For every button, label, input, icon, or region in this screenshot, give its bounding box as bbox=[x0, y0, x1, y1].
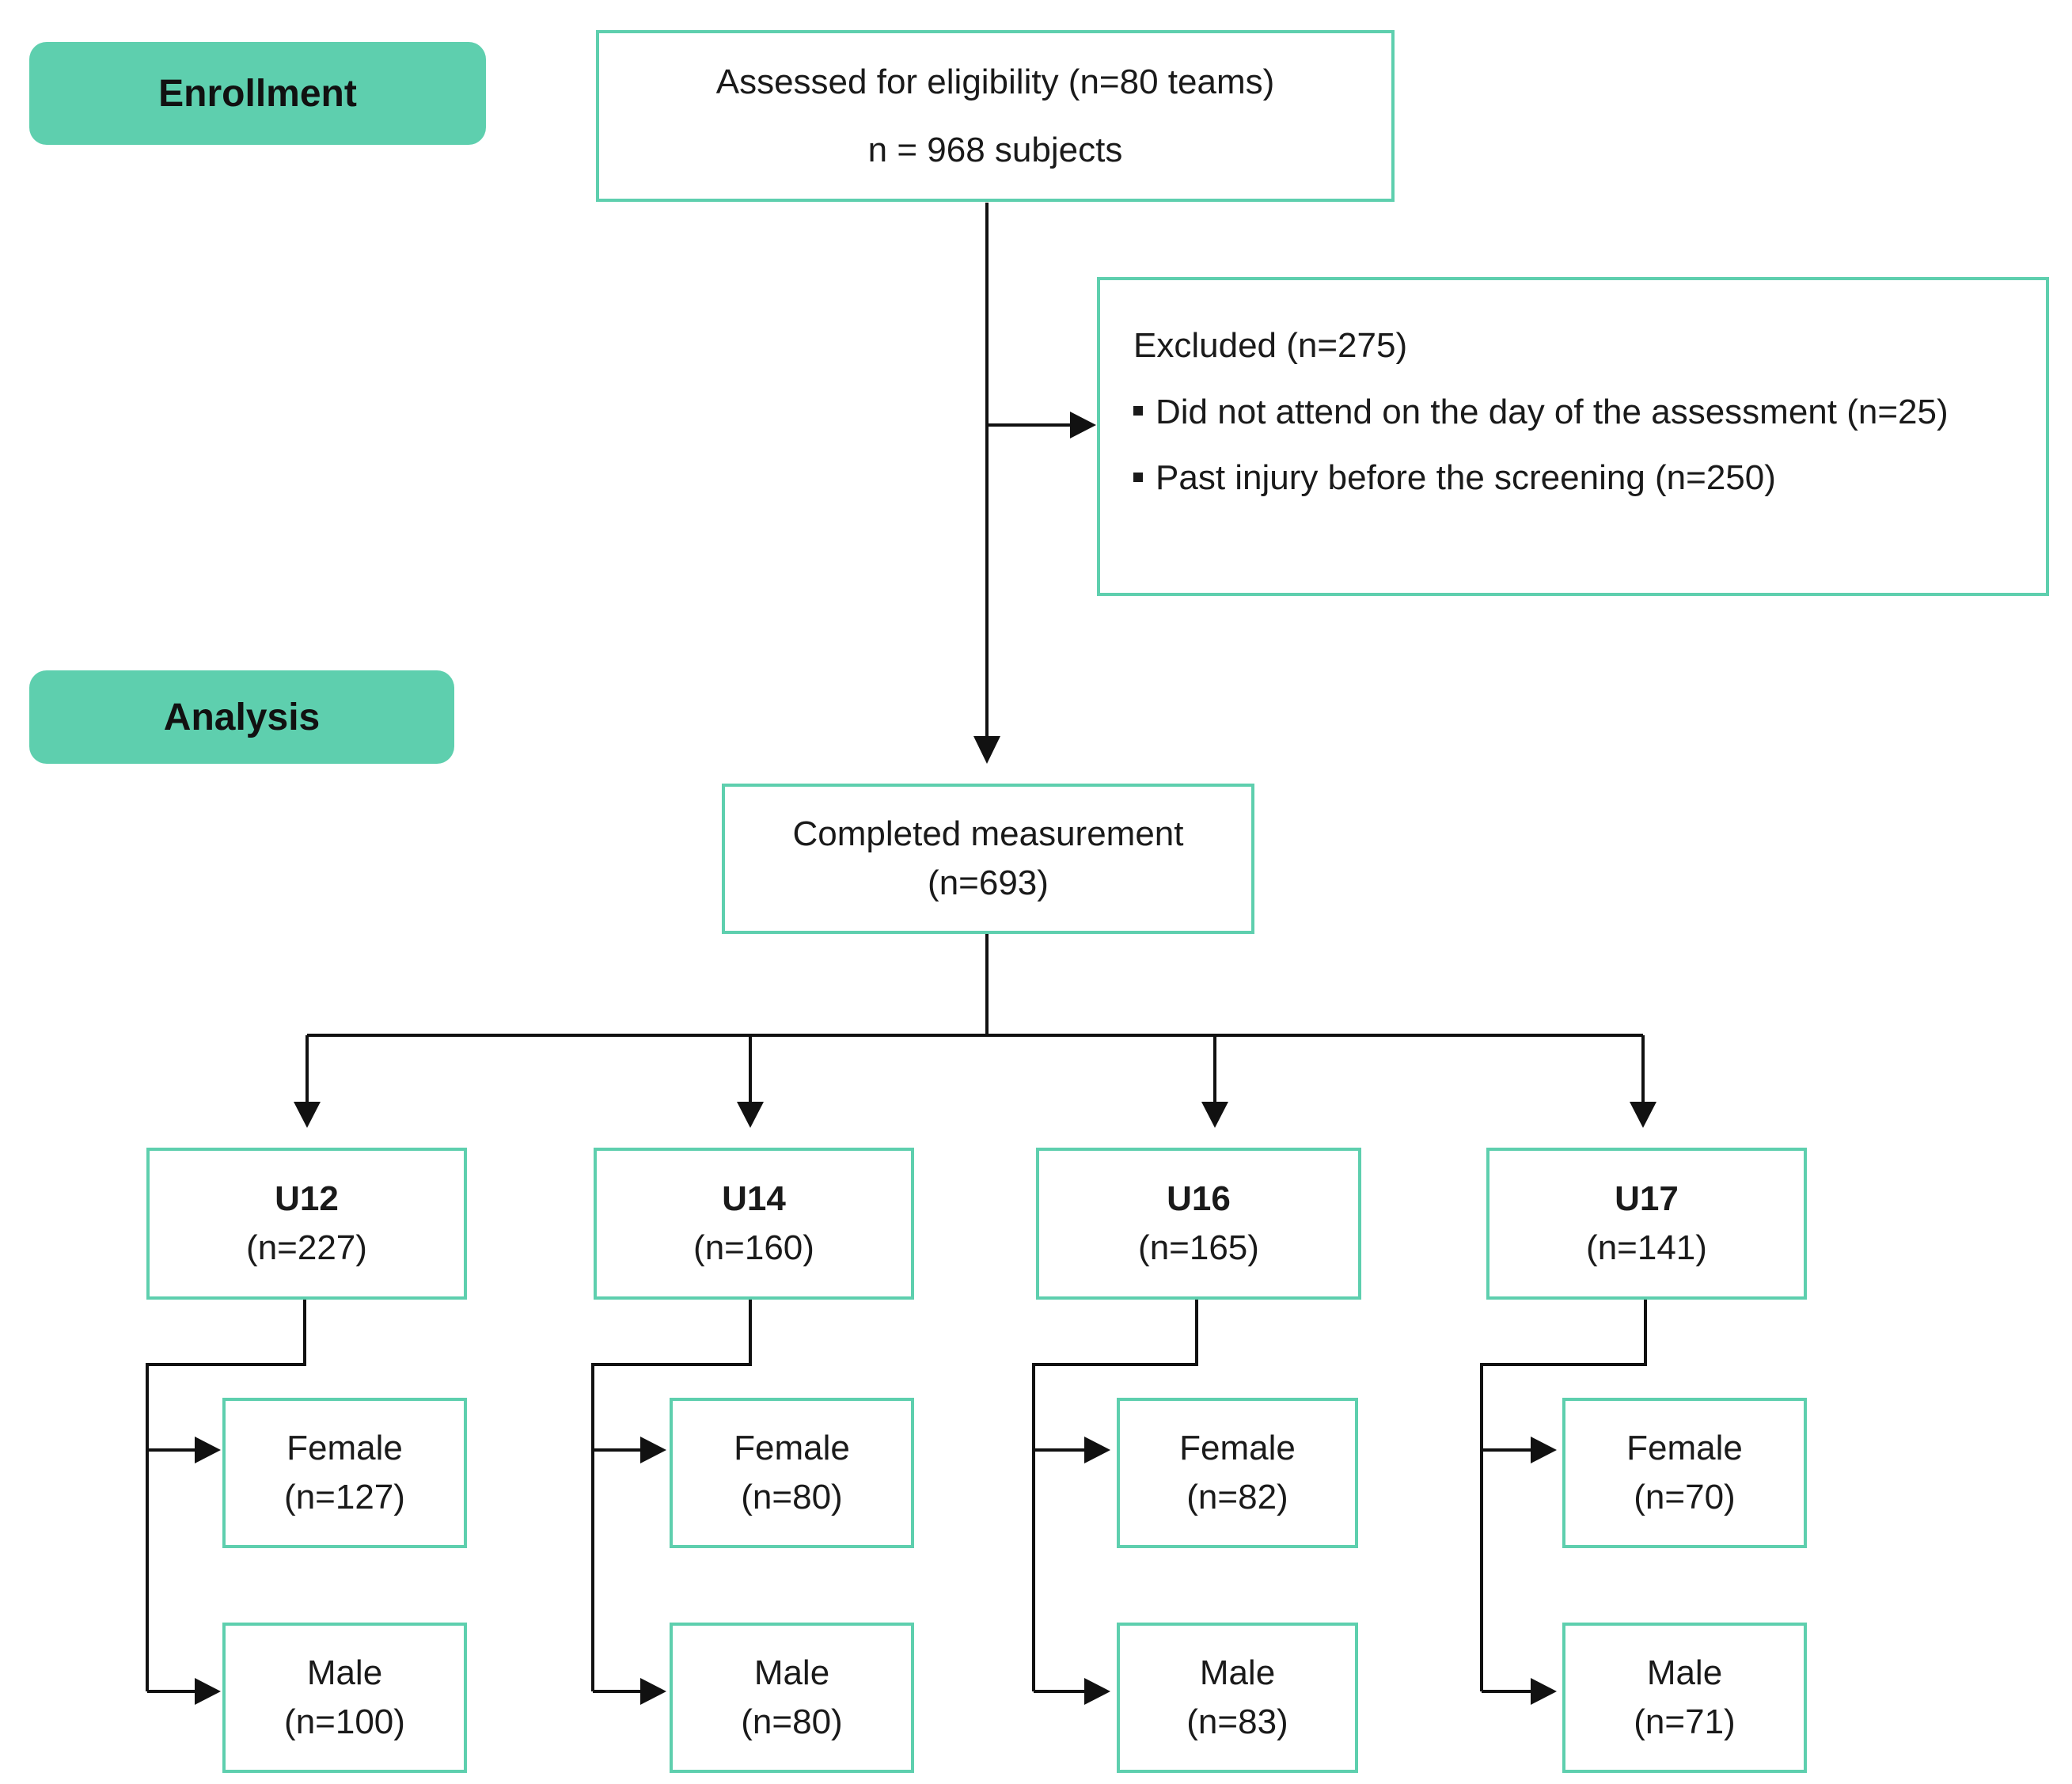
assessed-subjects-text: n = 968 subjects bbox=[867, 130, 1123, 169]
female-count-u16: (n=82) bbox=[1186, 1478, 1288, 1516]
excluded-item-1-text: Did not attend on the day of the assessm… bbox=[1156, 392, 1949, 431]
group-box-u12: U12 (n=227) bbox=[146, 1148, 467, 1300]
group-name-u16: U16 bbox=[1167, 1179, 1231, 1219]
male-box-u12: Male (n=100) bbox=[222, 1623, 467, 1773]
exclusion-arrowhead bbox=[1070, 412, 1096, 438]
u16-split-line bbox=[1032, 1300, 1198, 1691]
completed-box: Completed measurement (n=693) bbox=[722, 784, 1254, 934]
excluded-box: Excluded (n=275) Did not attend on the d… bbox=[1097, 277, 2049, 596]
u12-male-arrow bbox=[195, 1678, 221, 1705]
assessed-box: Assessed for eligibility (n=80 teams) n … bbox=[596, 30, 1395, 202]
excluded-item-2: Past injury before the screening (n=250) bbox=[1133, 454, 1776, 503]
enrollment-stage-label: Enrollment bbox=[29, 42, 486, 145]
excluded-title: Excluded (n=275) bbox=[1133, 326, 1408, 365]
group-count-u14: (n=160) bbox=[693, 1228, 814, 1267]
group-count-u17: (n=141) bbox=[1586, 1228, 1707, 1267]
male-label-u16: Male bbox=[1199, 1653, 1276, 1693]
group-box-u16: U16 (n=165) bbox=[1036, 1148, 1361, 1300]
group-name-u12: U12 bbox=[275, 1179, 339, 1219]
female-label-u17: Female bbox=[1626, 1429, 1743, 1468]
male-count-u16: (n=83) bbox=[1186, 1702, 1288, 1741]
u12-female-arrow bbox=[195, 1437, 221, 1463]
u17-male-arrow bbox=[1531, 1678, 1557, 1705]
female-box-u17: Female (n=70) bbox=[1562, 1398, 1807, 1548]
female-box-u16: Female (n=82) bbox=[1117, 1398, 1358, 1548]
drop-arrow-u14 bbox=[737, 1102, 764, 1128]
drop-arrow-u17 bbox=[1630, 1102, 1656, 1128]
group-box-u17: U17 (n=141) bbox=[1486, 1148, 1807, 1300]
female-count-u12: (n=127) bbox=[284, 1478, 405, 1516]
male-count-u12: (n=100) bbox=[284, 1702, 405, 1741]
completed-title: Completed measurement bbox=[792, 814, 1184, 854]
female-box-u12: Female (n=127) bbox=[222, 1398, 467, 1548]
u12-split-line bbox=[146, 1300, 306, 1691]
u14-split-line bbox=[591, 1300, 752, 1691]
male-count-u17: (n=71) bbox=[1634, 1702, 1736, 1741]
analysis-stage-label: Analysis bbox=[29, 670, 454, 764]
bullet-icon bbox=[1133, 405, 1143, 416]
u17-female-arrow bbox=[1531, 1437, 1557, 1463]
female-label-u16: Female bbox=[1179, 1429, 1296, 1468]
male-label-u17: Male bbox=[1646, 1653, 1723, 1693]
assessed-teams-text: Assessed for eligibility (n=80 teams) bbox=[715, 62, 1275, 101]
female-label-u14: Female bbox=[734, 1429, 850, 1468]
group-box-u14: U14 (n=160) bbox=[594, 1148, 914, 1300]
group-count-u16: (n=165) bbox=[1138, 1228, 1259, 1267]
male-count-u14: (n=80) bbox=[741, 1702, 843, 1741]
female-count-u14: (n=80) bbox=[741, 1478, 843, 1516]
male-label-u14: Male bbox=[753, 1653, 830, 1693]
analysis-label-text: Analysis bbox=[163, 696, 321, 738]
female-box-u14: Female (n=80) bbox=[670, 1398, 914, 1548]
group-name-u17: U17 bbox=[1615, 1179, 1679, 1219]
u16-female-arrow bbox=[1084, 1437, 1110, 1463]
bullet-icon bbox=[1133, 472, 1143, 482]
u14-female-arrow bbox=[640, 1437, 666, 1463]
enrollment-label-text: Enrollment bbox=[158, 72, 357, 115]
drop-arrow-u16 bbox=[1201, 1102, 1228, 1128]
u14-male-arrow bbox=[640, 1678, 666, 1705]
male-box-u16: Male (n=83) bbox=[1117, 1623, 1358, 1773]
drop-arrow-u12 bbox=[294, 1102, 321, 1128]
female-count-u17: (n=70) bbox=[1634, 1478, 1736, 1516]
main-flow-arrowhead bbox=[973, 736, 1000, 764]
group-count-u12: (n=227) bbox=[246, 1228, 367, 1267]
male-box-u14: Male (n=80) bbox=[670, 1623, 914, 1773]
completed-count: (n=693) bbox=[928, 864, 1049, 902]
male-label-u12: Male bbox=[306, 1653, 383, 1693]
u17-split-line bbox=[1480, 1300, 1647, 1691]
excluded-item-2-text: Past injury before the screening (n=250) bbox=[1156, 458, 1776, 498]
group-name-u14: U14 bbox=[722, 1179, 786, 1219]
excluded-item-1: Did not attend on the day of the assessm… bbox=[1133, 388, 1949, 437]
male-box-u17: Male (n=71) bbox=[1562, 1623, 1807, 1773]
female-label-u12: Female bbox=[287, 1429, 403, 1468]
u16-male-arrow bbox=[1084, 1678, 1110, 1705]
